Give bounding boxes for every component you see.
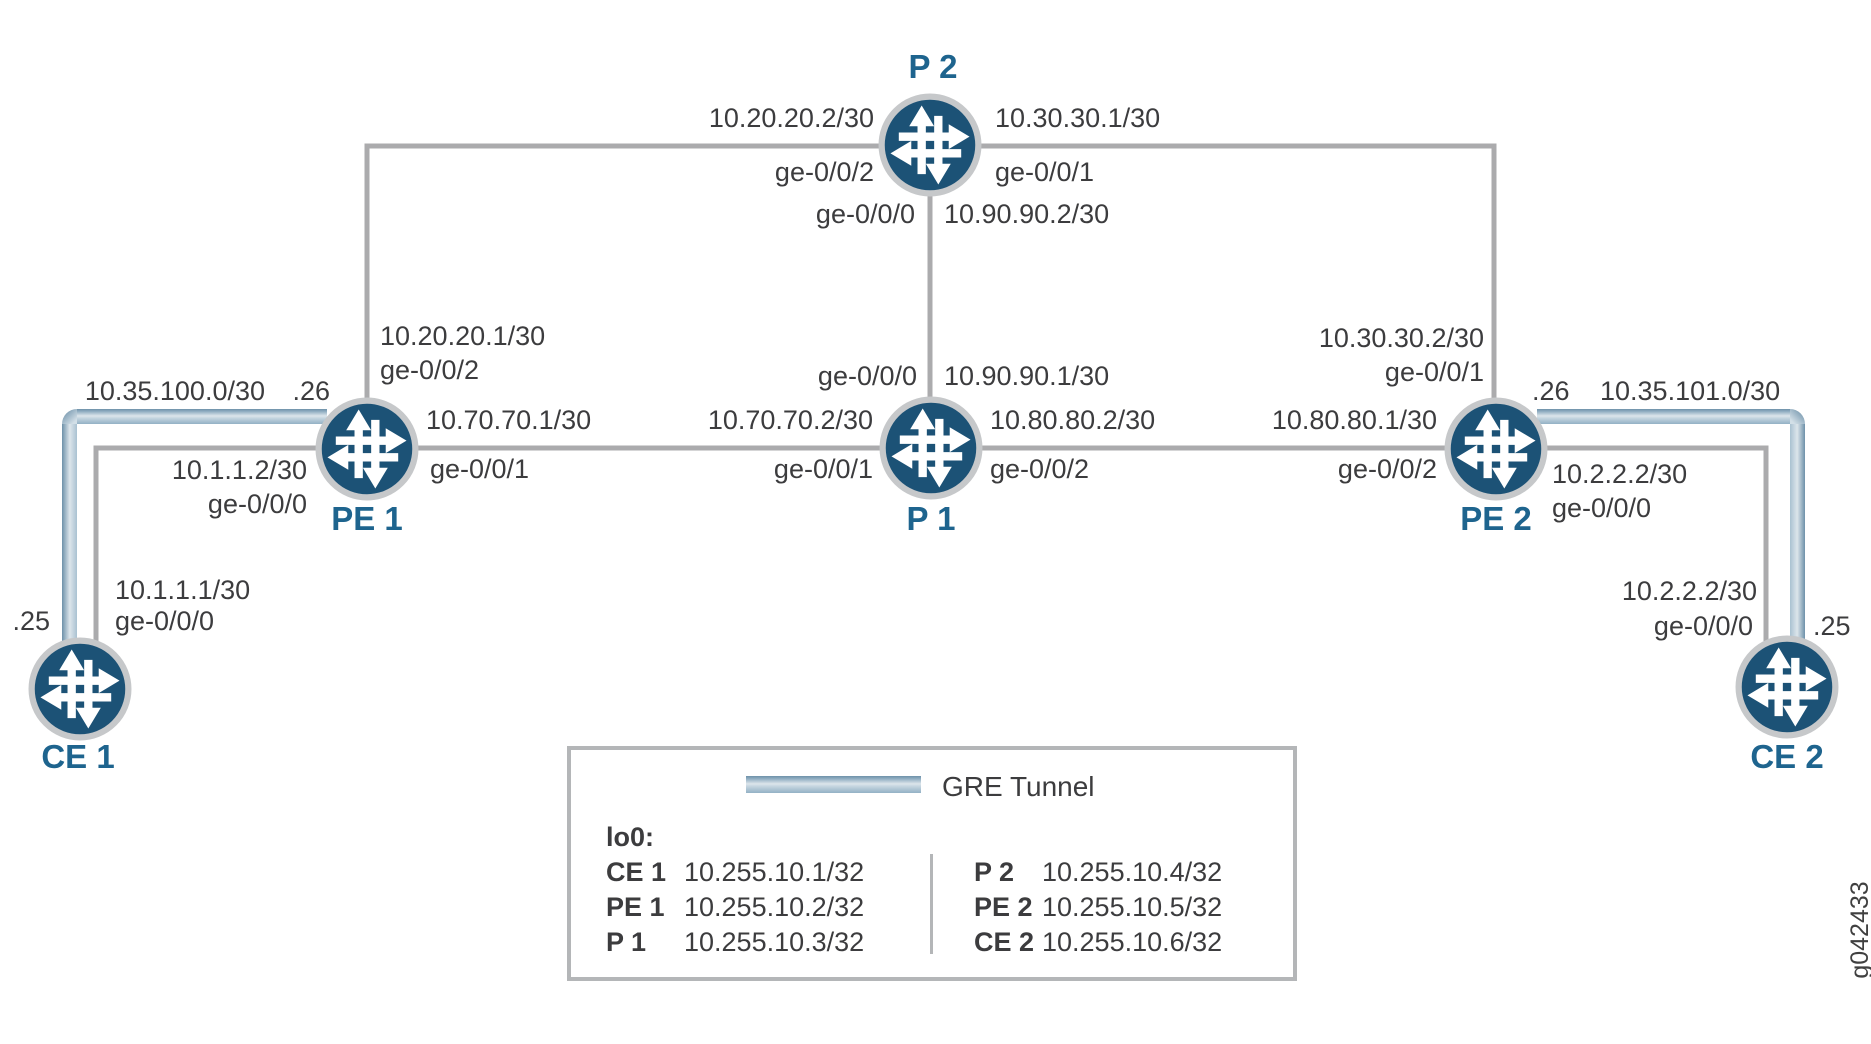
router-icon [1735,635,1839,739]
lo0-title: lo0: [606,822,655,852]
router-pe2 [1444,397,1548,501]
gre-tunnel-left-horizontal [77,409,327,424]
router-icon [315,397,419,501]
interface-label-p2-to-pe2: ge-0/0/1 [995,157,1095,187]
ip-label-p2-to-p1: 10.90.90.2/30 [944,199,1110,229]
router-label-p2: P 2 [908,48,958,85]
router-ce2 [1735,635,1839,739]
legend-router-p2: P 2 [974,857,1015,887]
legend-divider [930,854,933,954]
gre-tunnel-right-horizontal [1537,409,1790,424]
legend-box: GRE Tunnel lo0: CE 1 10.255.10.1/32 PE 1… [567,746,1297,981]
router-p2 [878,93,982,197]
interface-label-pe1-to-p2: ge-0/0/2 [380,355,480,385]
ip-label-pe2-to-p2: 10.30.30.2/30 [1318,323,1484,353]
ip-label-p1-to-pe2: 10.80.80.2/30 [990,405,1156,435]
gre-tunnel-legend-label: GRE Tunnel [942,771,1095,802]
legend-lo0-p1: 10.255.10.3/32 [684,927,865,957]
legend-router-ce2: CE 2 [974,927,1035,957]
ip-label-pe2-to-p1: 10.80.80.1/30 [1271,405,1437,435]
legend-router-ce1: CE 1 [606,857,667,887]
ip-label-pe1-to-p1: 10.70.70.1/30 [426,405,592,435]
gre-tunnel-swatch [746,776,921,793]
interface-label-p2-to-pe1: ge-0/0/2 [774,157,874,187]
legend-lo0-ce2: 10.255.10.6/32 [1042,927,1223,957]
gre-tunnel-left-vertical [62,424,77,643]
interface-label-p1-to-pe1: ge-0/0/1 [773,454,873,484]
ip-label-ce2-to-pe2: 10.2.2.2/30 [1621,576,1757,606]
legend-lo0-pe2: 10.255.10.5/32 [1042,892,1223,922]
gre-left-ce1-host-label: .25 [12,606,50,636]
legend-router-pe2: PE 2 [974,892,1033,922]
interface-label-pe2-to-ce2: ge-0/0/0 [1552,493,1652,523]
router-icon [879,396,983,500]
ip-label-pe2-to-ce2: 10.2.2.2/30 [1552,459,1688,489]
interface-label-pe1-to-ce1: ge-0/0/0 [207,489,307,519]
router-label-pe2: PE 2 [1460,500,1532,537]
ip-label-p1-to-pe1: 10.70.70.2/30 [707,405,873,435]
router-icon [1444,397,1548,501]
gre-left-pe1-host-label: .26 [292,376,330,406]
ip-label-p2-to-pe2: 10.30.30.1/30 [995,103,1161,133]
interface-label-p2-to-p1: ge-0/0/0 [815,199,915,229]
router-label-p1: P 1 [906,500,956,537]
gre-left-network-label: 10.35.100.0/30 [84,376,265,406]
router-p1 [879,396,983,500]
gre-right-pe2-host-label: .26 [1532,376,1570,406]
interface-label-pe1-to-p1: ge-0/0/1 [430,454,530,484]
router-pe1 [315,397,419,501]
router-ce1 [28,637,132,741]
figure-id: g042433 [1846,881,1871,979]
interface-label-pe2-to-p1: ge-0/0/2 [1337,454,1437,484]
legend-lo0-pe1: 10.255.10.2/32 [684,892,865,922]
interface-label-p1-to-p2: ge-0/0/0 [817,361,917,391]
ip-label-ce1-to-pe1: 10.1.1.1/30 [115,575,251,605]
gre-tunnel-left-corner [62,409,77,424]
legend-lo0-ce1: 10.255.10.1/32 [684,857,865,887]
router-label-ce1: CE 1 [41,738,115,775]
router-icon [878,93,982,197]
legend-router-pe1: PE 1 [606,892,665,922]
interface-label-p1-to-pe2: ge-0/0/2 [990,454,1090,484]
gre-right-network-label: 10.35.101.0/30 [1600,376,1781,406]
ip-label-pe1-to-ce1: 10.1.1.2/30 [171,455,307,485]
gre-right-ce2-host-label: .25 [1813,611,1851,641]
interface-label-ce1-to-pe1: ge-0/0/0 [115,606,215,636]
router-label-ce2: CE 2 [1750,738,1824,775]
interface-label-pe2-to-p2: ge-0/0/1 [1384,357,1484,387]
ip-label-p2-to-pe1: 10.20.20.2/30 [708,103,874,133]
ip-label-p1-to-p2: 10.90.90.1/30 [944,361,1110,391]
legend-lo0-p2: 10.255.10.4/32 [1042,857,1223,887]
ip-label-pe1-to-p2: 10.20.20.1/30 [380,321,546,351]
interface-label-ce2-to-pe2: ge-0/0/0 [1653,611,1753,641]
router-label-pe1: PE 1 [331,500,403,537]
legend-router-p1: P 1 [606,927,647,957]
gre-tunnel-right-vertical [1790,424,1805,643]
router-icon [28,637,132,741]
